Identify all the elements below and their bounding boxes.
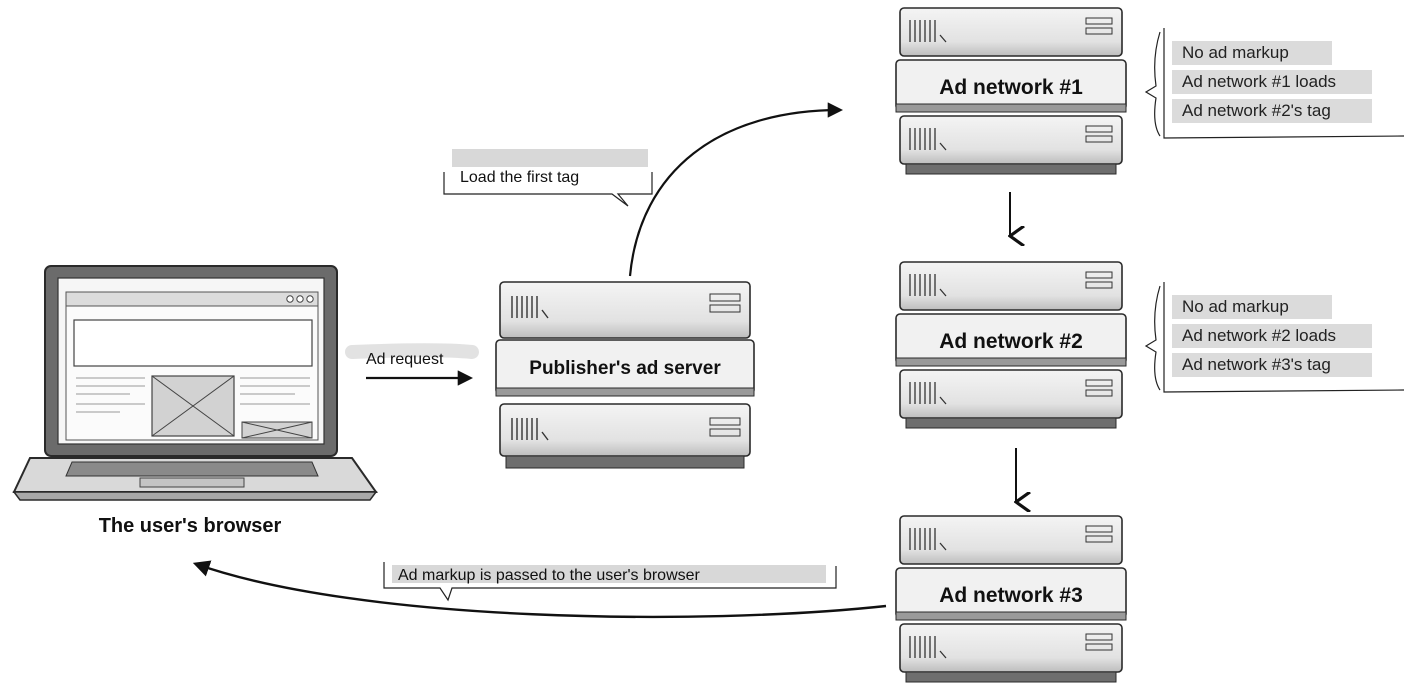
ad-network-2-notes: No ad markup Ad network #2 loads Ad networ…	[1144, 282, 1405, 393]
ad-network-2-server: Ad network #2	[895, 261, 1127, 429]
ad-network-1-server: Ad network #1	[895, 7, 1127, 175]
ad-request-label: Ad request	[366, 351, 444, 368]
ad-network-1-notes: No ad markup Ad network #1 loads Ad networ…	[1144, 28, 1405, 139]
ad-network-1-note-2: Ad network #1 loads	[1182, 72, 1336, 91]
browser-label: The user's browser	[99, 515, 282, 537]
publisher-server-label: Publisher's ad server	[529, 358, 721, 379]
load-first-tag-callout: Load the first tag	[443, 149, 653, 207]
ad-network-1-label: Ad network #1	[939, 76, 1083, 99]
ad-network-2-label: Ad network #2	[939, 330, 1083, 353]
ad-markup-callout: Ad markup is passed to the user's browse…	[383, 562, 837, 602]
ad-markup-passed-label: Ad markup is passed to the user's browse…	[398, 567, 701, 584]
ad-network-3-label: Ad network #3	[939, 584, 1083, 607]
publisher-ad-server: Publisher's ad server	[495, 281, 755, 469]
ad-network-1-note-1: No ad markup	[1182, 43, 1289, 62]
arrow-to-ad-network-1	[628, 102, 844, 277]
ad-network-1-note-3: Ad network #2's tag	[1182, 101, 1331, 120]
ad-network-2-note-2: Ad network #2 loads	[1182, 326, 1336, 345]
ad-network-2-note-3: Ad network #3's tag	[1182, 355, 1331, 374]
ad-network-3-server: Ad network #3	[895, 515, 1127, 683]
arrow-to-browser	[192, 560, 887, 619]
ad-request-arrow: Ad request	[345, 343, 479, 386]
ad-network-2-note-1: No ad markup	[1182, 297, 1289, 316]
load-first-tag-label: Load the first tag	[460, 169, 579, 186]
laptop-icon	[12, 265, 378, 501]
